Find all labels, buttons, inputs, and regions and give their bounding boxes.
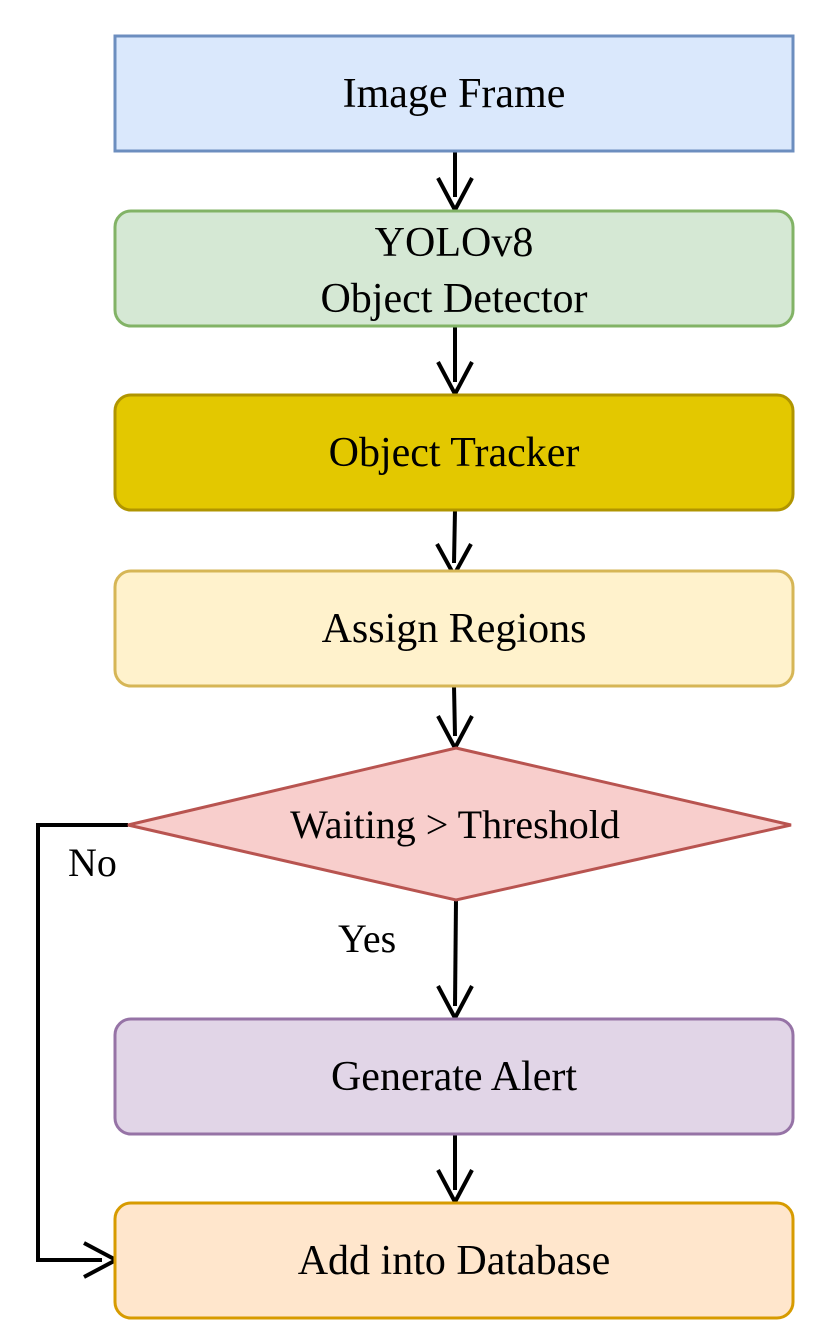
assign-regions-label: Assign Regions xyxy=(322,606,587,652)
node-image-frame: Image Frame xyxy=(113,34,795,153)
detector-box xyxy=(113,209,795,328)
node-generate-alert: Generate Alert xyxy=(113,1017,795,1136)
assign-regions-box xyxy=(113,569,795,688)
add-database-label: Add into Database xyxy=(298,1238,611,1284)
node-waiting-threshold-decision: Waiting > Threshold xyxy=(127,746,792,902)
detector-label-line2: Object Detector xyxy=(320,276,587,322)
no-label: No xyxy=(68,840,117,885)
image-frame-box xyxy=(113,34,795,153)
node-add-into-database: Add into Database xyxy=(113,1201,795,1320)
add-database-box xyxy=(113,1201,795,1320)
node-object-tracker: Object Tracker xyxy=(113,393,795,512)
tracker-box xyxy=(113,393,795,512)
edge-decision-to-alert xyxy=(453,899,458,1007)
generate-alert-label: Generate Alert xyxy=(331,1054,577,1100)
generate-alert-box xyxy=(113,1017,795,1136)
node-assign-regions: Assign Regions xyxy=(113,569,795,688)
yes-label: Yes xyxy=(338,916,396,961)
edge-regions-to-decision xyxy=(452,685,457,737)
decision-label: Waiting > Threshold xyxy=(290,802,620,847)
image-frame-label: Image Frame xyxy=(343,71,566,117)
node-object-detector: YOLOv8 Object Detector xyxy=(113,209,795,328)
decision-diamond xyxy=(127,746,792,902)
edge-tracker-to-regions xyxy=(452,509,457,564)
detector-label-line1: YOLOv8 xyxy=(375,220,534,266)
tracker-label: Object Tracker xyxy=(329,430,580,476)
edge-decision-no-to-database xyxy=(36,823,128,1262)
